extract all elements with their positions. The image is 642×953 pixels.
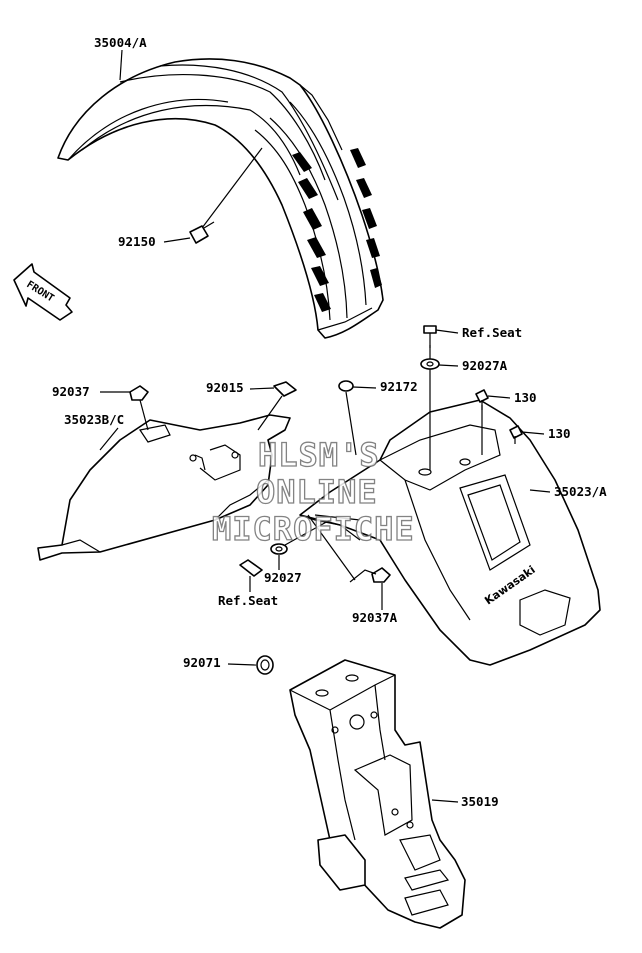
label-92037: 92037 [52,384,90,399]
label-92071: 92071 [183,655,221,670]
bracket [289,659,466,929]
collar-92027A [420,358,440,370]
clip-92037 [129,385,149,431]
mud-guard [37,414,291,561]
label-35023BC: 35023B/C [64,412,124,427]
label-92027: 92027 [264,570,302,585]
watermark-line-3: MICROFICHE [212,510,415,548]
nut-clip-92015 [257,381,297,431]
callout-labels: 35004/A 92150 92037 92015 92172 Ref.Seat… [52,35,607,809]
grommet-92071 [256,655,274,675]
label-130-a: 130 [514,390,537,405]
label-35019: 35019 [461,794,499,809]
label-92172: 92172 [380,379,418,394]
label-92150: 92150 [118,234,156,249]
label-35004A: 35004/A [94,35,147,50]
clip-92037A [349,567,391,583]
collar-92027 [270,519,331,555]
screw-92172 [338,380,357,456]
label-ref-seat-top: Ref.Seat [462,325,522,340]
watermark-line-1: HLSM'S [258,436,380,474]
label-92015: 92015 [206,380,244,395]
bolt-130-b [509,425,523,444]
label-92027A: 92027A [462,358,508,373]
rear-fender: Kawasaki [299,399,601,666]
ref-seat-bolt-bottom [239,559,263,577]
label-130-b: 130 [548,426,571,441]
label-92037A: 92037A [352,610,398,625]
front-arrow-icon: FRONT [13,263,73,321]
front-fender [57,58,384,339]
label-35023A: 35023/A [554,484,607,499]
label-ref-seat-bottom: Ref.Seat [218,593,278,608]
bolt-130-a [475,389,489,455]
watermark-line-2: ONLINE [256,473,378,511]
bolt-92150 [189,147,263,244]
watermark: HLSM'S ONLINE MICROFICHE [211,435,415,548]
